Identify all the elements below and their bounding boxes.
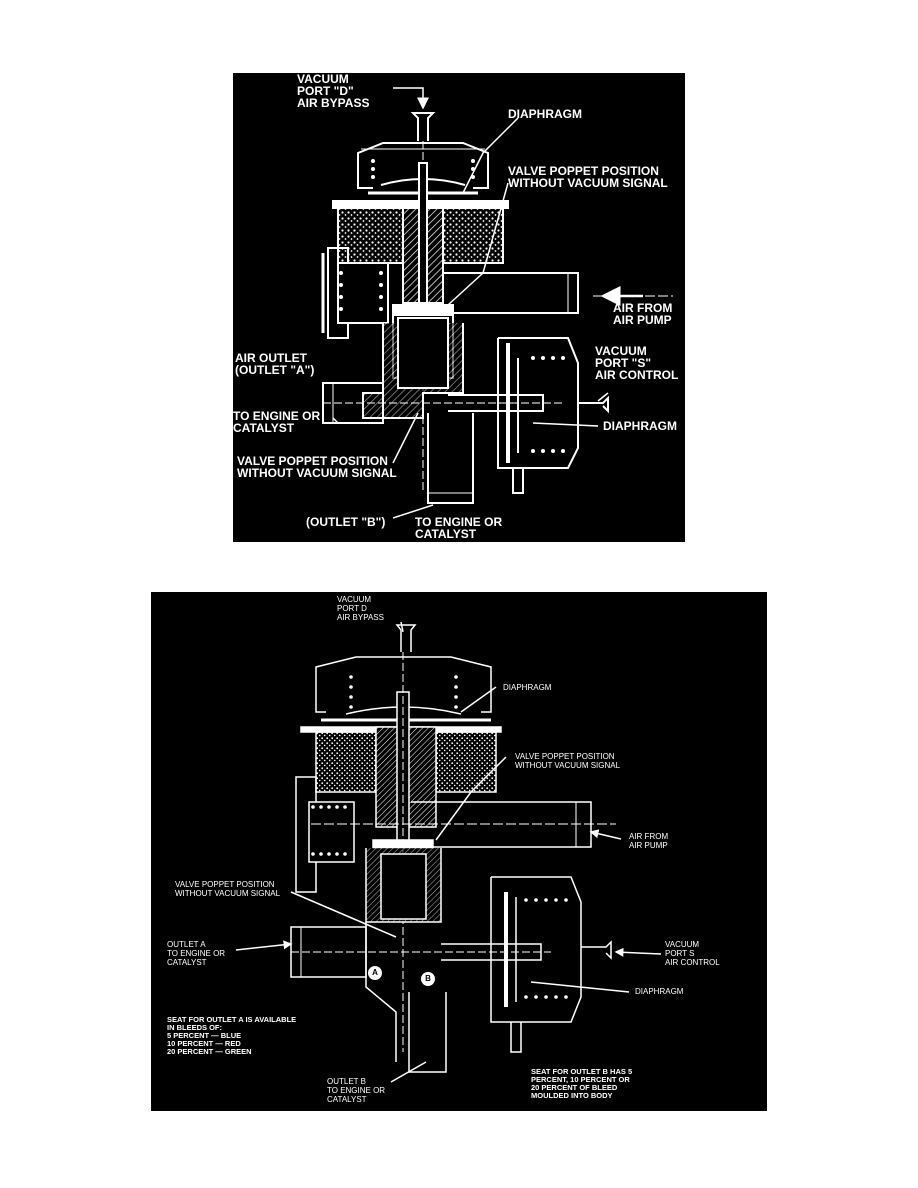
label-seat-b-note: SEAT FOR OUTLET B HAS 5 PERCENT, 10 PERC… bbox=[531, 1067, 633, 1100]
label-valve-poppet-top: VALVE POPPET POSITION WITHOUT VACUUM SIG… bbox=[508, 164, 668, 190]
label-valve-poppet-bottom: VALVE POPPET POSITION WITHOUT VACUUM SIG… bbox=[237, 454, 397, 480]
label-diaphragm-top: DIAPHRAGM bbox=[508, 107, 582, 121]
label-to-engine-b: TO ENGINE OR CATALYST bbox=[415, 515, 503, 541]
label-diaphragm-right: DIAPHRAGM bbox=[635, 987, 684, 996]
label-seat-a-note: SEAT FOR OUTLET A IS AVAILABLE IN BLEEDS… bbox=[167, 1015, 297, 1056]
figure-1-drawing bbox=[321, 87, 673, 519]
label-to-engine-a: TO ENGINE OR CATALYST bbox=[233, 409, 321, 435]
label-air-outlet-a: AIR OUTLET (OUTLET "A") bbox=[235, 351, 315, 377]
label-outlet-b: (OUTLET "B") bbox=[306, 515, 386, 529]
label-air-from-pump: AIR FROM AIR PUMP bbox=[613, 301, 673, 327]
label-outlet-b: OUTLET B TO ENGINE OR CATALYST bbox=[327, 1077, 386, 1104]
label-vacuum-port-d: VACUUM PORT D AIR BYPASS bbox=[337, 595, 384, 622]
label-vacuum-port-d: VACUUM PORT "D" AIR BYPASS bbox=[297, 73, 370, 110]
label-diaphragm-top: DIAPHRAGM bbox=[503, 683, 552, 692]
figure-2-drawing bbox=[235, 621, 662, 1083]
label-vacuum-port-s: VACUUM PORT S AIR CONTROL bbox=[665, 940, 720, 967]
label-vacuum-port-s: VACUUM PORT "S" AIR CONTROL bbox=[595, 344, 679, 382]
label-diaphragm-right: DIAPHRAGM bbox=[603, 419, 677, 433]
label-outlet-a: OUTLET A TO ENGINE OR CATALYST bbox=[167, 940, 226, 967]
figure-2-air-valve-cutaway: A B VACUUM PORT D AIR BYPASS DIAPHRAGM V… bbox=[151, 592, 767, 1111]
marker-a: A bbox=[368, 966, 382, 980]
label-valve-poppet-left: VALVE POPPET POSITION WITHOUT VACUUM SIG… bbox=[175, 880, 281, 898]
label-air-from-pump: AIR FROM AIR PUMP bbox=[629, 832, 669, 850]
marker-b: B bbox=[421, 972, 435, 986]
label-valve-poppet-top: VALVE POPPET POSITION WITHOUT VACUUM SIG… bbox=[515, 752, 621, 770]
figure-1-air-valve-cutaway: VACUUM PORT "D" AIR BYPASS DIAPHRAGM VAL… bbox=[233, 73, 685, 542]
